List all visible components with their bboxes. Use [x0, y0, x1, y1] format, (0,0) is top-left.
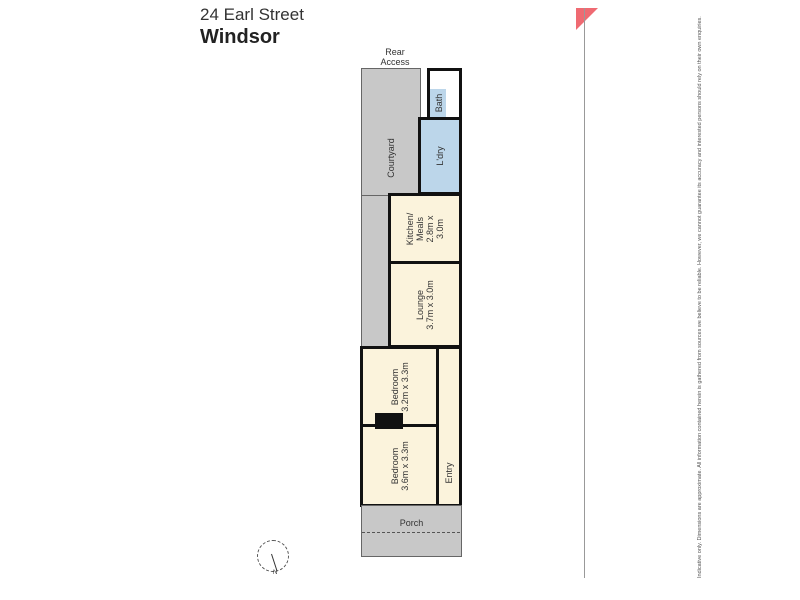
disclaimer-text: Indicative only. Dimensions are approxim… — [697, 16, 703, 578]
porch: Porch — [361, 505, 462, 557]
courtyard-lower — [361, 195, 390, 347]
kitchen-meals: Kitchen/ Meals 2.8m x 3.0m — [388, 193, 462, 264]
address-suburb: Windsor — [200, 26, 280, 48]
porch-label: Porch — [399, 518, 424, 528]
courtyard-label: Courtyard — [386, 138, 396, 178]
porch-dashed-line — [362, 532, 460, 533]
brand-triangle-logo — [576, 8, 598, 30]
laundry: L'dry — [418, 117, 462, 195]
courtyard-upper — [361, 68, 421, 196]
laundry-label: L'dry — [435, 146, 445, 166]
compass-icon — [257, 540, 289, 572]
fireplace — [375, 413, 403, 429]
bath: Bath — [427, 68, 462, 120]
address-street: 24 Earl Street — [200, 5, 304, 24]
divider-line — [584, 8, 585, 578]
kitchen-label: Kitchen/ Meals 2.8m x 3.0m — [405, 212, 445, 245]
bath-label: Bath — [434, 93, 444, 113]
compass-north-label: N — [273, 570, 278, 576]
entry-label: Entry — [444, 462, 454, 484]
entry: Entry — [436, 346, 462, 507]
rear-access-label: Rear Access — [380, 47, 410, 67]
